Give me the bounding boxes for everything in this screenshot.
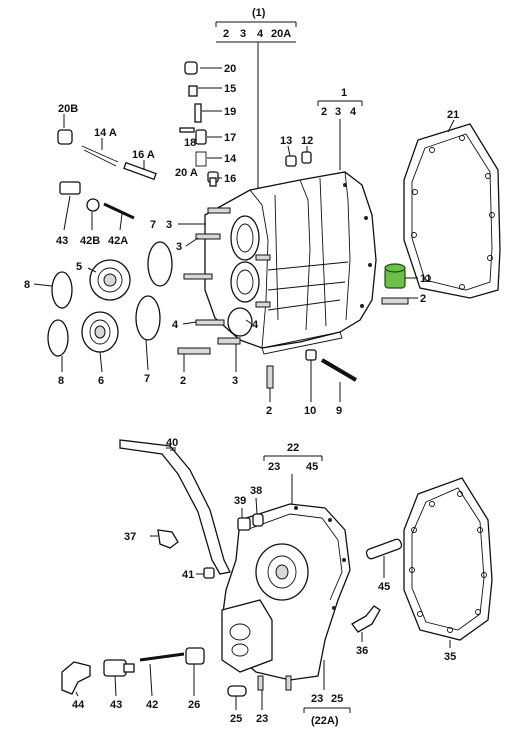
- callout-3-bottom: 3: [232, 375, 238, 387]
- callout-20: 20: [224, 63, 236, 75]
- group-bracket-22: 22 23 45: [263, 442, 323, 506]
- group-item: 4: [350, 106, 357, 118]
- callout-11: 11: [420, 273, 432, 285]
- group-item: 45: [306, 461, 318, 473]
- callout-19: 19: [224, 106, 236, 118]
- group-item: 3: [240, 28, 246, 40]
- callout-6: 6: [98, 375, 104, 387]
- strap-part-40: [119, 439, 231, 575]
- callout-18: 18: [184, 137, 196, 149]
- callout-37: 37: [124, 531, 136, 543]
- lower-housing: [221, 503, 351, 691]
- callout-2-right: 2: [420, 293, 426, 305]
- leader-lines-lower: [75, 449, 451, 710]
- callout-21: 21: [447, 109, 459, 121]
- callout-20b: 20B: [58, 103, 78, 115]
- callout-9: 9: [336, 405, 342, 417]
- callout-4-right: 4: [252, 319, 259, 331]
- callout-14a: 14 A: [94, 127, 117, 139]
- group-item: 4: [257, 28, 264, 40]
- callout-42a: 42A: [108, 235, 128, 247]
- callout-35: 35: [444, 651, 456, 663]
- group-bracket-22a: 23 25 (22A): [303, 693, 351, 727]
- plug-part-11: [384, 263, 406, 289]
- gasket-21: [403, 123, 501, 299]
- group-item: 25: [331, 693, 343, 705]
- callout-36: 36: [356, 645, 368, 657]
- small-parts-lower: [61, 513, 403, 697]
- callout-45: 45: [378, 581, 390, 593]
- group-item: 23: [311, 693, 323, 705]
- callout-43-lower: 43: [110, 699, 122, 711]
- callout-5: 5: [76, 261, 82, 273]
- callout-44: 44: [72, 699, 85, 711]
- group-label-mid: 1: [341, 87, 347, 99]
- bearings-and-rings: [47, 241, 173, 357]
- labels-upper: 20 15 19 17 18 14 20 A 16 20B 14 A 16 A …: [24, 63, 459, 417]
- callout-4-left: 4: [172, 319, 179, 331]
- callout-39: 39: [234, 495, 246, 507]
- callout-12: 12: [301, 135, 313, 147]
- callout-15: 15: [224, 83, 236, 95]
- group-item: 23: [268, 461, 280, 473]
- callout-43: 43: [56, 235, 68, 247]
- group-item: 3: [335, 106, 341, 118]
- callout-8-top: 8: [24, 279, 30, 291]
- callout-14: 14: [224, 153, 237, 165]
- group-bracket-mid: 1 2 3 4: [317, 87, 363, 170]
- small-parts-upper: [57, 61, 358, 382]
- callout-40: 40: [166, 437, 178, 449]
- leader-lines-upper: [33, 67, 455, 402]
- callout-7-top: 7: [150, 219, 156, 231]
- main-housing: [204, 171, 377, 355]
- group-label-1: (1): [252, 7, 266, 19]
- callout-16a: 16 A: [132, 149, 155, 161]
- group-bracket-1: (1) 2 3 4 20A: [215, 7, 297, 190]
- callout-23: 23: [256, 713, 268, 725]
- callout-41: 41: [182, 569, 194, 581]
- callout-8-bottom: 8: [58, 375, 64, 387]
- group-item: 2: [321, 106, 327, 118]
- callout-10: 10: [304, 405, 316, 417]
- callout-7-bottom: 7: [144, 373, 150, 385]
- group-label-22a: (22A): [311, 715, 339, 727]
- callout-3-top: 3: [166, 219, 172, 231]
- callout-17: 17: [224, 132, 236, 144]
- callout-2-left: 2: [180, 375, 186, 387]
- callout-42b: 42B: [80, 235, 100, 247]
- callout-26: 26: [188, 699, 200, 711]
- group-label-22: 22: [287, 442, 299, 454]
- group-item: 2: [223, 28, 229, 40]
- callout-13: 13: [280, 135, 292, 147]
- callout-16: 16: [224, 173, 236, 185]
- gasket-35: [403, 477, 493, 641]
- callout-2-bottom: 2: [266, 405, 272, 417]
- callout-38: 38: [250, 485, 262, 497]
- callout-20a: 20 A: [175, 167, 198, 179]
- callout-3-mid: 3: [176, 241, 182, 253]
- labels-lower: 40 39 38 37 41 35 45 36 44 43 42 26 25 2…: [72, 437, 456, 725]
- callout-42: 42: [146, 699, 158, 711]
- callout-25: 25: [230, 713, 242, 725]
- group-item: 20A: [271, 28, 291, 40]
